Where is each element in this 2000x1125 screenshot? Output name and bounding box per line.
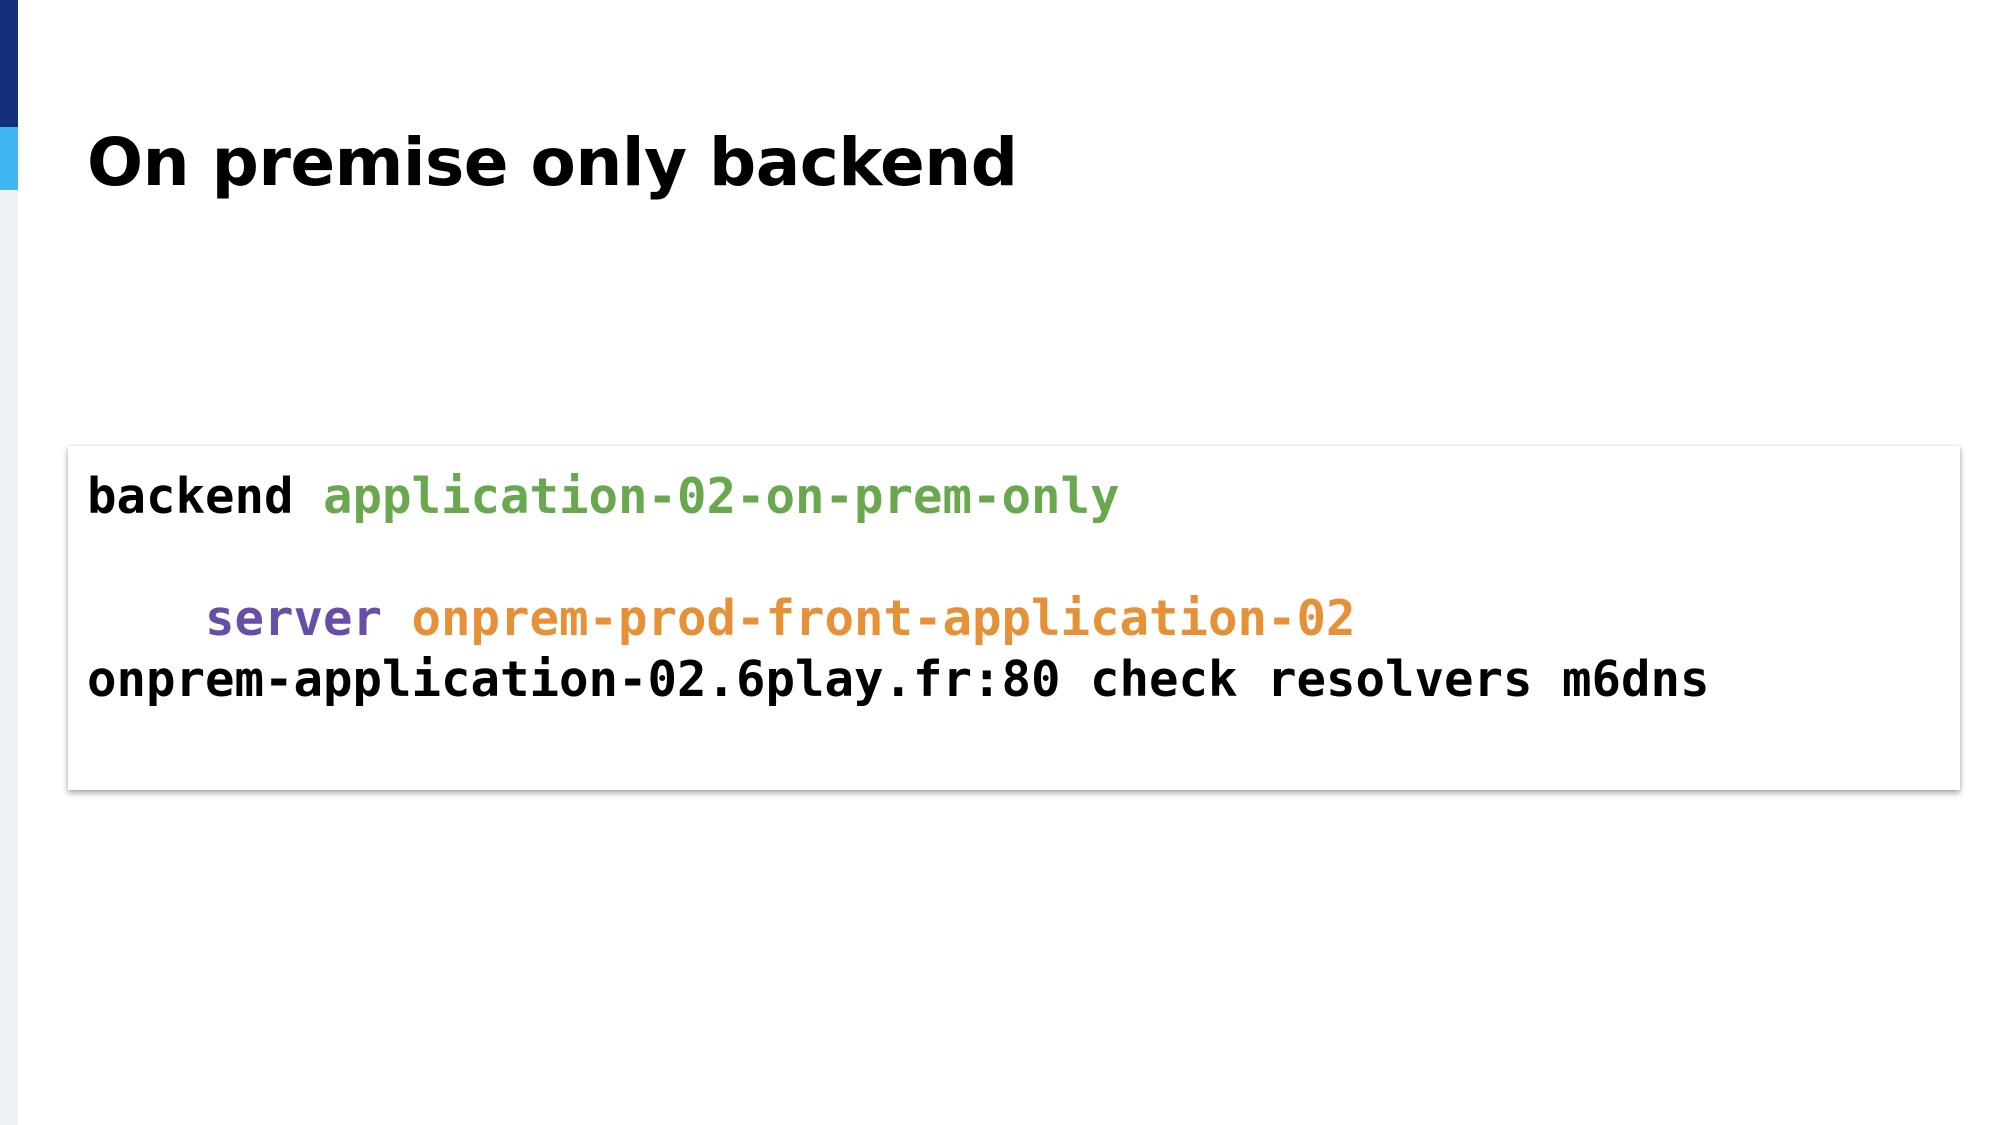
slide-title: On premise only backend — [87, 124, 1018, 201]
code-block: backend application-02-on-prem-only serv… — [68, 446, 1960, 790]
backend-keyword: backend — [87, 468, 294, 525]
code-line-blank — [87, 527, 1960, 588]
server-keyword: server — [205, 590, 383, 647]
code-line-backend: backend application-02-on-prem-only — [87, 466, 1960, 527]
accent-bar-light — [0, 127, 18, 190]
backend-name: application-02-on-prem-only — [323, 468, 1120, 525]
server-name: onprem-prod-front-application-02 — [411, 590, 1356, 647]
accent-bar-dark — [0, 0, 18, 127]
code-line-server-address: onprem-application-02.6play.fr:80 check … — [87, 651, 1710, 708]
code-line-server: server onprem-prod-front-application-02 — [87, 588, 1960, 649]
left-accent-rail — [0, 0, 18, 1125]
